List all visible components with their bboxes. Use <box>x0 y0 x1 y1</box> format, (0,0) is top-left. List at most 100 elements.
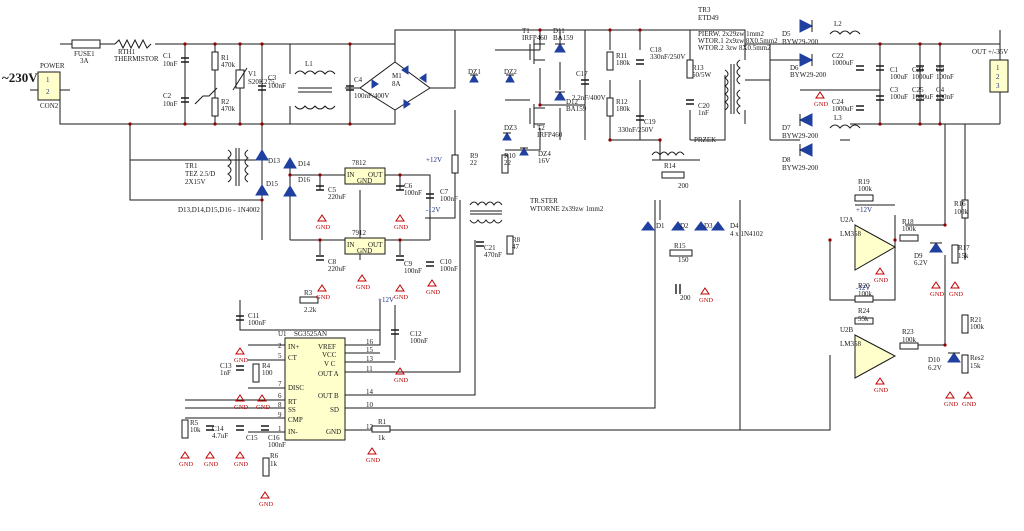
svg-text:C17: C17 <box>576 70 588 78</box>
svg-text:100k: 100k <box>858 185 873 193</box>
svg-text:R3: R3 <box>304 289 313 297</box>
svg-text:THERMISTOR: THERMISTOR <box>114 55 159 63</box>
svg-text:100uF: 100uF <box>890 93 908 101</box>
svg-text:100nF: 100nF <box>410 337 428 345</box>
svg-text:220uF: 220uF <box>328 265 346 273</box>
svg-text:1000uF: 1000uF <box>832 59 854 67</box>
inductor-l1: L1 <box>294 60 336 110</box>
svg-text:C4: C4 <box>354 76 363 84</box>
svg-text:GND: GND <box>426 289 440 296</box>
svg-text:100k: 100k <box>954 208 969 216</box>
svg-text:GND: GND <box>357 247 372 255</box>
svg-text:IRFP460: IRFP460 <box>522 34 548 42</box>
svg-text:100nF: 100nF <box>268 441 286 449</box>
svg-text:PIERW. 2x29zw 1mm2: PIERW. 2x29zw 1mm2 <box>698 30 765 38</box>
svg-text:C13: C13 <box>220 362 232 370</box>
svg-text:55k: 55k <box>858 315 869 323</box>
svg-text:GND: GND <box>949 291 963 298</box>
svg-text:Res2: Res2 <box>970 354 985 362</box>
svg-text:180k: 180k <box>616 105 631 113</box>
svg-text:10: 10 <box>366 401 374 409</box>
svg-text:VCC: VCC <box>322 351 337 359</box>
transformer-tr1: TR1 TEZ 2.5/D 2X15V <box>185 148 249 186</box>
svg-text:R10: R10 <box>504 152 516 160</box>
svg-text:R11: R11 <box>616 52 628 60</box>
svg-text:2.2nF/400V: 2.2nF/400V <box>572 94 606 102</box>
svg-text:V1: V1 <box>248 70 257 78</box>
svg-text:R21: R21 <box>970 316 982 324</box>
svg-text:BYW29-200: BYW29-200 <box>782 38 819 46</box>
svg-text:SG3525AN: SG3525AN <box>294 330 327 338</box>
svg-text:2.2k: 2.2k <box>304 306 317 314</box>
svg-text:1000uF: 1000uF <box>832 105 854 113</box>
svg-text:GND: GND <box>357 177 372 185</box>
svg-text:ETD49: ETD49 <box>698 14 719 22</box>
svg-text:GND: GND <box>179 461 193 468</box>
svg-text:LM358: LM358 <box>840 230 862 238</box>
svg-text:GND: GND <box>204 461 218 468</box>
svg-text:6: 6 <box>278 392 282 400</box>
svg-text:100nF: 100nF <box>440 265 458 273</box>
svg-text:SS: SS <box>288 406 296 414</box>
diode-note: D13,D14,D15,D16 - 1N4002 <box>178 206 260 214</box>
svg-text:TR1: TR1 <box>185 162 198 170</box>
svg-text:GND: GND <box>944 401 958 408</box>
svg-text:GND: GND <box>316 294 330 301</box>
svg-text:C16: C16 <box>268 434 280 442</box>
svg-text:C11: C11 <box>248 312 260 320</box>
svg-text:C4: C4 <box>936 86 945 94</box>
svg-text:C14: C14 <box>212 425 224 433</box>
svg-text:-12V: -12V <box>856 284 870 292</box>
svg-text:WTOR.2 3zw 8X0.5mm2: WTOR.2 3zw 8X0.5mm2 <box>698 44 771 52</box>
fuse: FUSE1 3A <box>71 39 101 65</box>
svg-text:D14: D14 <box>298 160 311 168</box>
svg-text:D10: D10 <box>928 356 941 364</box>
svg-text:C23: C23 <box>912 66 924 74</box>
svg-text:3A: 3A <box>80 57 89 65</box>
svg-text:TR3: TR3 <box>698 6 711 14</box>
svg-text:TR.STER: TR.STER <box>530 197 558 205</box>
svg-text:R12: R12 <box>616 98 628 106</box>
svg-text:D2: D2 <box>680 222 689 230</box>
svg-text:R1: R1 <box>221 54 230 62</box>
svg-text:GND: GND <box>259 501 273 508</box>
svg-text:DISC: DISC <box>288 384 304 392</box>
svg-text:R8: R8 <box>512 236 521 244</box>
svg-text:L1: L1 <box>305 60 313 68</box>
svg-text:S20K275: S20K275 <box>248 78 275 86</box>
svg-text:R6: R6 <box>270 452 279 460</box>
svg-text:D6: D6 <box>790 64 799 72</box>
svg-text:5: 5 <box>278 352 282 360</box>
svg-text:12: 12 <box>366 423 374 431</box>
svg-text:-12V: -12V <box>426 206 440 214</box>
svg-text:GND: GND <box>394 294 408 301</box>
svg-text:C6: C6 <box>404 182 413 190</box>
svg-text:L2: L2 <box>834 20 842 28</box>
power-pin-1: 1 <box>46 76 50 84</box>
regulator-7912: IN OUT GND 7912 <box>344 229 386 255</box>
svg-text:C3: C3 <box>268 74 277 82</box>
svg-text:GND: GND <box>394 377 408 384</box>
svg-text:OUT: OUT <box>368 171 383 179</box>
svg-text:LM358: LM358 <box>840 340 862 348</box>
svg-text:DZ2: DZ2 <box>504 68 517 76</box>
svg-text:D13: D13 <box>268 157 281 165</box>
svg-text:GND: GND <box>234 357 248 364</box>
output-pin-2: 2 <box>996 73 1000 81</box>
svg-text:9: 9 <box>278 411 282 419</box>
svg-text:R23: R23 <box>902 328 914 336</box>
svg-text:OUT: OUT <box>368 241 383 249</box>
